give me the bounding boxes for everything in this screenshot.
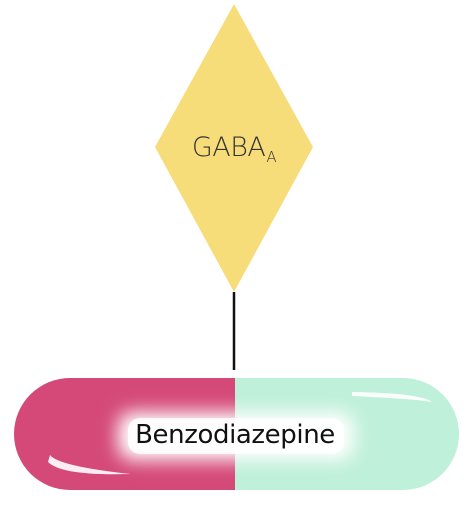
- receptor-subscript: A: [266, 148, 277, 166]
- drug-label: Benzodiazepine: [135, 420, 335, 450]
- receptor-label: GABAA: [150, 128, 318, 177]
- receptor-name: GABA: [191, 132, 266, 163]
- capsule-highlight-right: [352, 392, 432, 402]
- label-glow-core: [128, 418, 344, 454]
- capsule-highlight-left: [48, 455, 130, 475]
- gaba-receptor-diamond: [155, 4, 313, 292]
